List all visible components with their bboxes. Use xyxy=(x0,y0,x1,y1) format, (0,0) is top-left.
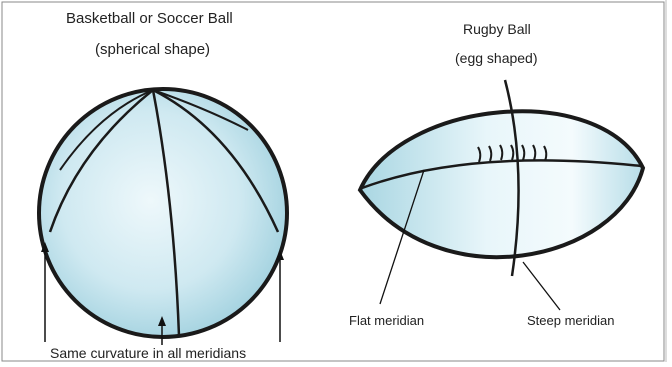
sphere-ball xyxy=(39,89,287,337)
steep-meridian-pointer xyxy=(523,262,560,310)
right-ball-title: Rugby Ball xyxy=(463,21,531,37)
rugby-ball xyxy=(360,80,643,276)
right-ball-subtitle: (egg shaped) xyxy=(455,50,538,66)
sphere-outline xyxy=(39,89,287,337)
steep-meridian-label: Steep meridian xyxy=(527,313,614,328)
left-ball-caption: Same curvature in all meridians xyxy=(50,345,246,361)
flat-meridian-label: Flat meridian xyxy=(349,313,424,328)
left-ball-title: Basketball or Soccer Ball xyxy=(66,10,233,27)
left-ball-subtitle: (spherical shape) xyxy=(95,41,210,58)
